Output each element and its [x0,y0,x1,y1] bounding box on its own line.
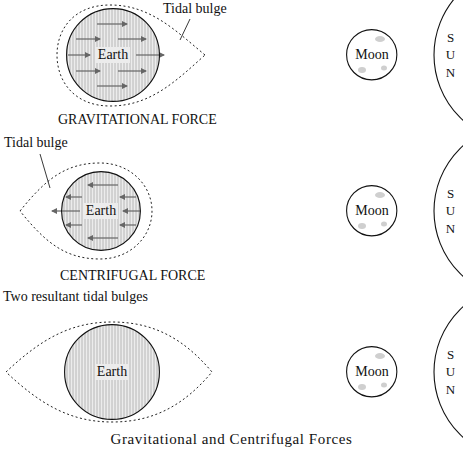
body-name: Moon [353,203,390,218]
sun-disc: SUN [432,159,463,263]
moon-spot [381,383,387,388]
moon-spot [381,222,387,227]
force-arrow [120,196,136,197]
force-arrow [52,210,80,211]
force-arrows [68,24,164,86]
figure-caption: Gravitational and Centrifugal Forces [0,430,463,448]
sun-disc: SUN [432,3,463,107]
sun-name: SUN [444,29,457,82]
sun-name: SUN [444,185,457,238]
row-title: Two resultant tidal bulges [3,289,148,304]
sun-edge [434,284,463,460]
circle-edge [65,325,160,420]
tidal-bulge [6,322,212,422]
earth-hatching [64,324,160,420]
moon-fill [347,30,397,80]
circle-edge [347,186,397,236]
force-arrow [118,38,146,39]
circle-edge [347,347,397,397]
moon-circle: Moon [346,346,397,397]
moon-spot [375,36,385,42]
tidal-bulge [20,163,152,259]
circle-edge [347,30,397,80]
sun-edge [434,0,463,143]
bulge-label: Tidal bulge [4,135,68,150]
moon-spot [358,67,366,73]
moon-spot [381,66,387,71]
moon-circle: Moon [346,185,397,236]
force-arrow [66,224,82,225]
moon-picture [347,347,397,397]
force-arrow [76,70,100,71]
moon-circle: Moon [346,29,397,80]
circle-edge [67,9,160,102]
moon-fill [347,186,397,236]
moon-picture [347,30,397,80]
moon-spot [375,192,385,198]
moon-spot [358,223,366,229]
earth-circle: Earth [66,8,160,102]
force-arrow [88,184,118,185]
body-name: Moon [353,47,390,62]
bulge-label: Tidal bulge [163,1,227,16]
body-name: Moon [353,364,390,379]
leader-line [40,154,50,188]
moon-fill [347,347,397,397]
moon-picture [347,186,397,236]
force-arrow [88,237,118,238]
force-arrow [123,210,140,211]
circle-edge [62,172,141,251]
force-arrow [97,85,127,86]
leader-line [180,19,190,40]
force-title: CENTRIFUGAL FORCE [60,268,205,283]
force-arrow [76,38,100,39]
force-arrow [97,23,127,24]
force-arrow [68,54,90,55]
sun-edge [434,123,463,299]
earth-circle: Earth [61,171,141,251]
earth-fill [64,324,160,420]
force-arrows [52,185,140,238]
force-title: GRAVITATIONAL FORCE [58,112,217,127]
body-name: Earth [84,203,118,218]
tidal-bulge [57,5,205,106]
moon-spot [358,384,366,390]
body-name: Earth [95,364,129,379]
force-arrow [66,196,82,197]
force-arrow [118,70,146,71]
moon-spot [375,353,385,359]
earth-circle: Earth [64,324,160,420]
body-name: Earth [96,47,130,62]
force-arrow [120,224,136,225]
sun-name: SUN [444,346,457,399]
sun-disc: SUN [432,320,463,424]
